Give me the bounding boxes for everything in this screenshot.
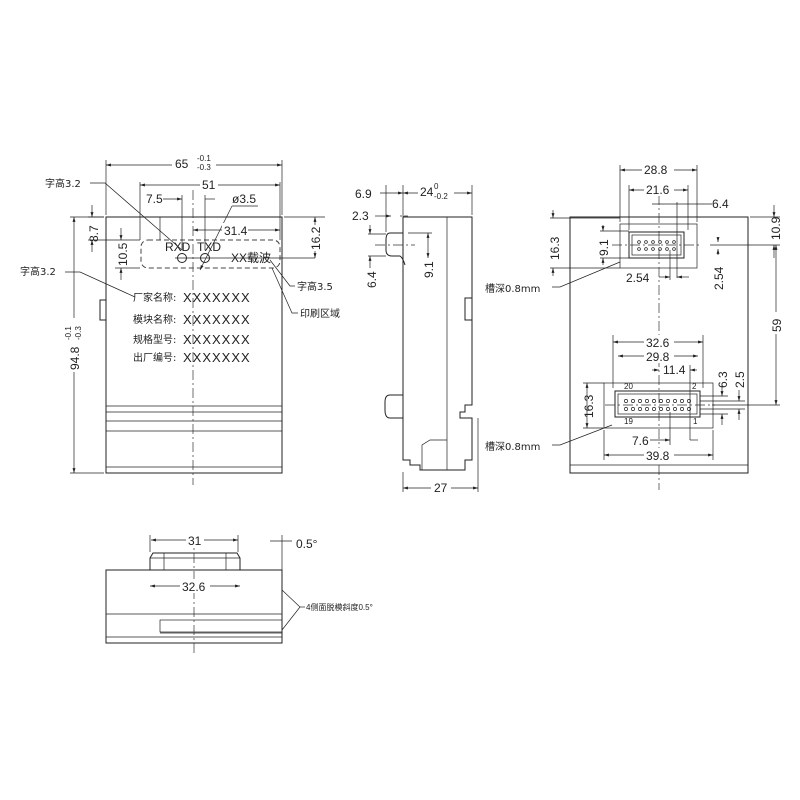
svg-text:2.3: 2.3 bbox=[352, 209, 369, 223]
svg-text:2.54: 2.54 bbox=[626, 271, 650, 285]
field-value: XXXXXXX bbox=[183, 312, 251, 327]
bottom-connector-groove bbox=[603, 382, 714, 429]
svg-text:39.8: 39.8 bbox=[646, 449, 670, 463]
svg-text:16.3: 16.3 bbox=[582, 394, 596, 418]
svg-text:51: 51 bbox=[202, 178, 216, 192]
bottom-view: 31 32.6 0.5° 4侧面脱模斜度0.5° bbox=[105, 533, 373, 655]
svg-text:32.6: 32.6 bbox=[646, 336, 670, 350]
field-label: 规格型号: bbox=[133, 333, 176, 346]
svg-text:-0.3: -0.3 bbox=[74, 326, 83, 340]
svg-text:2.5: 2.5 bbox=[733, 371, 747, 388]
field-label: 模块名称: bbox=[133, 313, 176, 326]
field-label: 出厂编号: bbox=[133, 351, 176, 364]
dim-width: 65 bbox=[175, 157, 189, 171]
svg-text:16.3: 16.3 bbox=[548, 236, 562, 260]
bottom-connector-pins bbox=[624, 399, 691, 411]
svg-text:29.8: 29.8 bbox=[646, 350, 670, 364]
svg-text:2.54: 2.54 bbox=[712, 266, 726, 290]
note-char-height: 字高3.2 bbox=[20, 265, 56, 278]
side-light-pipe bbox=[385, 232, 406, 266]
svg-text:8.7: 8.7 bbox=[87, 225, 101, 242]
svg-text:6.3: 6.3 bbox=[716, 371, 730, 388]
svg-text:94.8: 94.8 bbox=[68, 346, 82, 370]
svg-text:31: 31 bbox=[188, 534, 202, 548]
field-value: XXXXXXX bbox=[183, 332, 251, 347]
svg-text:11.4: 11.4 bbox=[663, 363, 686, 377]
svg-text:24: 24 bbox=[420, 185, 434, 199]
svg-text:6.4: 6.4 bbox=[365, 271, 379, 288]
field-value: XXXXXXX bbox=[183, 290, 251, 305]
groove-depth-note: 槽深0.8mm bbox=[485, 282, 540, 295]
note-char-height: 字高3.5 bbox=[297, 280, 333, 293]
svg-text:ø3.5: ø3.5 bbox=[232, 192, 256, 206]
svg-text:19: 19 bbox=[624, 417, 633, 426]
svg-text:-0.3: -0.3 bbox=[197, 163, 211, 172]
svg-text:28.8: 28.8 bbox=[644, 163, 668, 177]
svg-text:-0.1: -0.1 bbox=[197, 154, 211, 163]
svg-text:1: 1 bbox=[693, 417, 698, 426]
front-view: RXD TXD XX载波 厂家名称: XXXXXXX 模块名称: XXXXXXX… bbox=[20, 152, 340, 485]
carrier-label: XX载波 bbox=[231, 251, 271, 265]
field-value: XXXXXXX bbox=[183, 350, 251, 365]
top-connector-groove bbox=[619, 223, 698, 269]
field-label: 厂家名称: bbox=[133, 291, 176, 304]
front-side-tab bbox=[99, 299, 107, 321]
txd-label: TXD bbox=[197, 240, 221, 254]
bottom-connector bbox=[614, 390, 701, 418]
svg-text:0: 0 bbox=[434, 182, 439, 191]
svg-text:10.9: 10.9 bbox=[769, 216, 783, 240]
svg-text:9.1: 9.1 bbox=[597, 239, 611, 256]
svg-text:6.4: 6.4 bbox=[712, 197, 729, 211]
svg-text:16.2: 16.2 bbox=[309, 226, 323, 250]
svg-text:20: 20 bbox=[624, 382, 633, 391]
groove-depth-note: 槽深0.8mm bbox=[485, 440, 540, 453]
svg-text:9.1: 9.1 bbox=[422, 261, 436, 278]
top-connector-pins bbox=[637, 240, 676, 251]
svg-text:10.5: 10.5 bbox=[116, 242, 130, 266]
svg-text:59: 59 bbox=[770, 318, 784, 332]
svg-text:6.9: 6.9 bbox=[355, 187, 372, 201]
rxd-label: RXD bbox=[165, 240, 191, 254]
svg-text:2: 2 bbox=[692, 382, 697, 391]
svg-text:31.4: 31.4 bbox=[224, 224, 248, 238]
side-view: 6.9 24 0 -0.2 2.3 6.4 9.1 27 bbox=[352, 182, 479, 495]
note-print-area: 印刷区域 bbox=[300, 307, 340, 320]
svg-text:7.5: 7.5 bbox=[146, 192, 163, 206]
svg-text:32.6: 32.6 bbox=[182, 580, 206, 594]
svg-text:21.6: 21.6 bbox=[646, 183, 670, 197]
svg-text:0.5°: 0.5° bbox=[296, 537, 318, 551]
note-char-height: 字高3.2 bbox=[45, 177, 81, 190]
svg-text:7.6: 7.6 bbox=[632, 434, 649, 448]
svg-text:-0.1: -0.1 bbox=[64, 326, 73, 340]
draft-angle-note: 4侧面脱模斜度0.5° bbox=[306, 602, 373, 612]
back-view: 20 2 19 1 28.8 21.6 6.4 10.9 16.3 9.1 bbox=[485, 162, 784, 490]
svg-text:-0.2: -0.2 bbox=[434, 192, 448, 201]
side-connector-bump bbox=[384, 394, 403, 419]
svg-text:27: 27 bbox=[434, 481, 448, 495]
front-outline bbox=[105, 216, 283, 474]
